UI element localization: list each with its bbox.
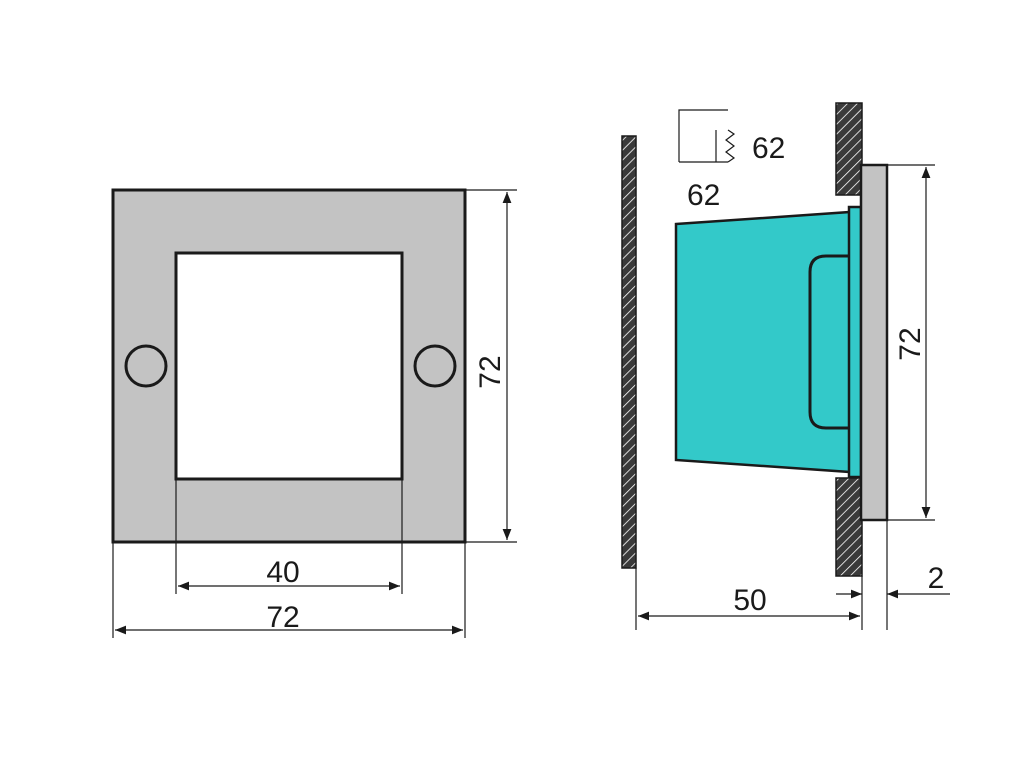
- depth-label: 50: [733, 584, 766, 617]
- cutout-symbol-label: 62: [752, 132, 785, 165]
- cutout-symbol: [678, 109, 736, 163]
- outer-width-label: 72: [266, 601, 299, 634]
- cutout-label: 62: [687, 179, 720, 212]
- rear-wall: [621, 135, 637, 569]
- front-wall-upper: [835, 102, 863, 196]
- device-flange: [847, 205, 863, 479]
- right-screw-hole: [413, 344, 457, 388]
- front-plate: [859, 163, 889, 522]
- side-height-label: 72: [894, 327, 927, 360]
- device-clip: [808, 254, 850, 430]
- front-height-label: 72: [474, 355, 507, 388]
- side-view: 62 62 50 2 72: [621, 102, 950, 630]
- opening-width-label: 40: [266, 556, 299, 589]
- front-wall-lower: [835, 477, 863, 577]
- front-view: 40 72 72: [111, 188, 517, 638]
- left-screw-hole: [124, 344, 168, 388]
- front-opening: [174, 251, 404, 481]
- device-body: [674, 210, 852, 474]
- plate-thickness-label: 2: [928, 562, 945, 595]
